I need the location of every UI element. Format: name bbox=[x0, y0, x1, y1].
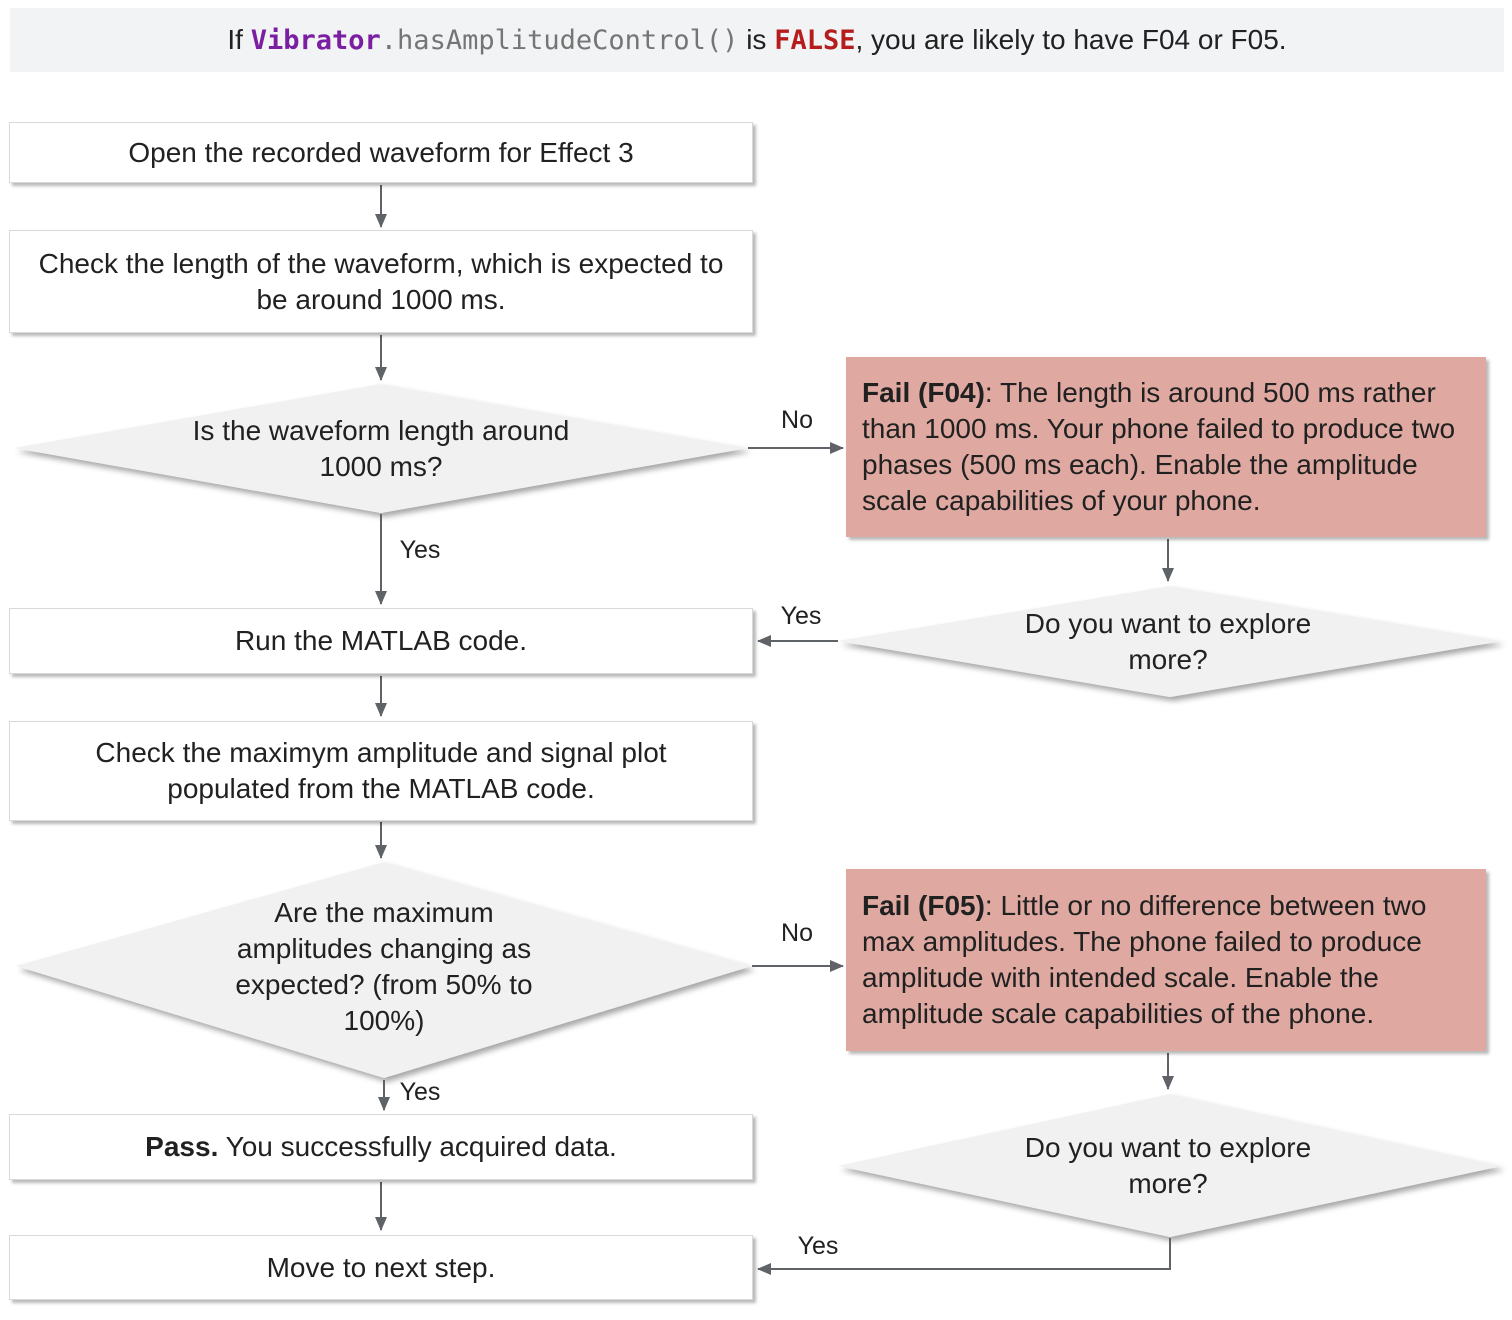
terminal-pass: Pass. You successfully acquired data. bbox=[9, 1114, 753, 1180]
fail-f04-rest: : The length is around 500 ms rather tha… bbox=[862, 377, 1456, 516]
process-open-waveform: Open the recorded waveform for Effect 3 bbox=[9, 122, 753, 183]
banner-text-is: is bbox=[738, 24, 775, 55]
code-has-amplitude-control-method: .hasAmplitudeControl() bbox=[380, 24, 739, 56]
process-check-amplitude: Check the maximym amplitude and signal p… bbox=[9, 721, 753, 821]
edge-label-yes-run: Yes bbox=[399, 536, 441, 564]
process-check-length: Check the length of the waveform, which … bbox=[9, 230, 753, 333]
terminal-pass-bold: Pass. bbox=[145, 1131, 219, 1162]
fail-f05-label: Fail (F05): Little or no difference betw… bbox=[862, 888, 1470, 1032]
decision-explore-2-label: Do you want to explore more? bbox=[1024, 1132, 1312, 1199]
banner-note: If Vibrator.hasAmplitudeControl() is FAL… bbox=[10, 8, 1504, 72]
process-open-waveform-label: Open the recorded waveform for Effect 3 bbox=[128, 136, 634, 168]
process-check-amplitude-label: Check the maximym amplitude and signal p… bbox=[95, 737, 667, 804]
edge-label-yes-pass: Yes bbox=[399, 1078, 441, 1106]
process-move-next: Move to next step. bbox=[9, 1235, 753, 1300]
terminal-pass-label: Pass. You successfully acquired data. bbox=[145, 1129, 617, 1165]
fail-f05-bold: Fail (F05) bbox=[862, 890, 985, 921]
banner-text-suffix: , you are likely to have F04 or F05. bbox=[855, 24, 1287, 55]
fail-f05-box: Fail (F05): Little or no difference betw… bbox=[846, 869, 1486, 1051]
banner-text-prefix: If bbox=[227, 24, 251, 55]
edge-label-yes-explore2: Yes bbox=[797, 1232, 839, 1260]
fail-f04-label: Fail (F04): The length is around 500 ms … bbox=[862, 375, 1470, 519]
decision-amplitudes-changing-label: Are the maximum amplitudes changing as e… bbox=[235, 897, 533, 1036]
decision-waveform-length-label: Is the waveform length around 1000 ms? bbox=[192, 415, 570, 482]
process-run-matlab: Run the MATLAB code. bbox=[9, 608, 753, 674]
edge-label-yes-explore1: Yes bbox=[780, 602, 822, 630]
terminal-pass-rest: You successfully acquired data. bbox=[218, 1131, 617, 1162]
decision-explore-1-label: Do you want to explore more? bbox=[1024, 608, 1312, 675]
edge-label-no-f04: No bbox=[781, 406, 813, 434]
fail-f04-bold: Fail (F04) bbox=[862, 377, 985, 408]
edge-label-no-f05: No bbox=[781, 919, 813, 947]
code-vibrator-class: Vibrator bbox=[250, 24, 381, 56]
code-false-value: FALSE bbox=[774, 24, 856, 56]
fail-f05-rest: : Little or no difference between two ma… bbox=[862, 890, 1427, 1029]
process-move-next-label: Move to next step. bbox=[266, 1251, 496, 1283]
fail-f04-box: Fail (F04): The length is around 500 ms … bbox=[846, 357, 1486, 537]
process-check-length-label: Check the length of the waveform, which … bbox=[38, 247, 724, 315]
process-run-matlab-label: Run the MATLAB code. bbox=[234, 625, 528, 656]
